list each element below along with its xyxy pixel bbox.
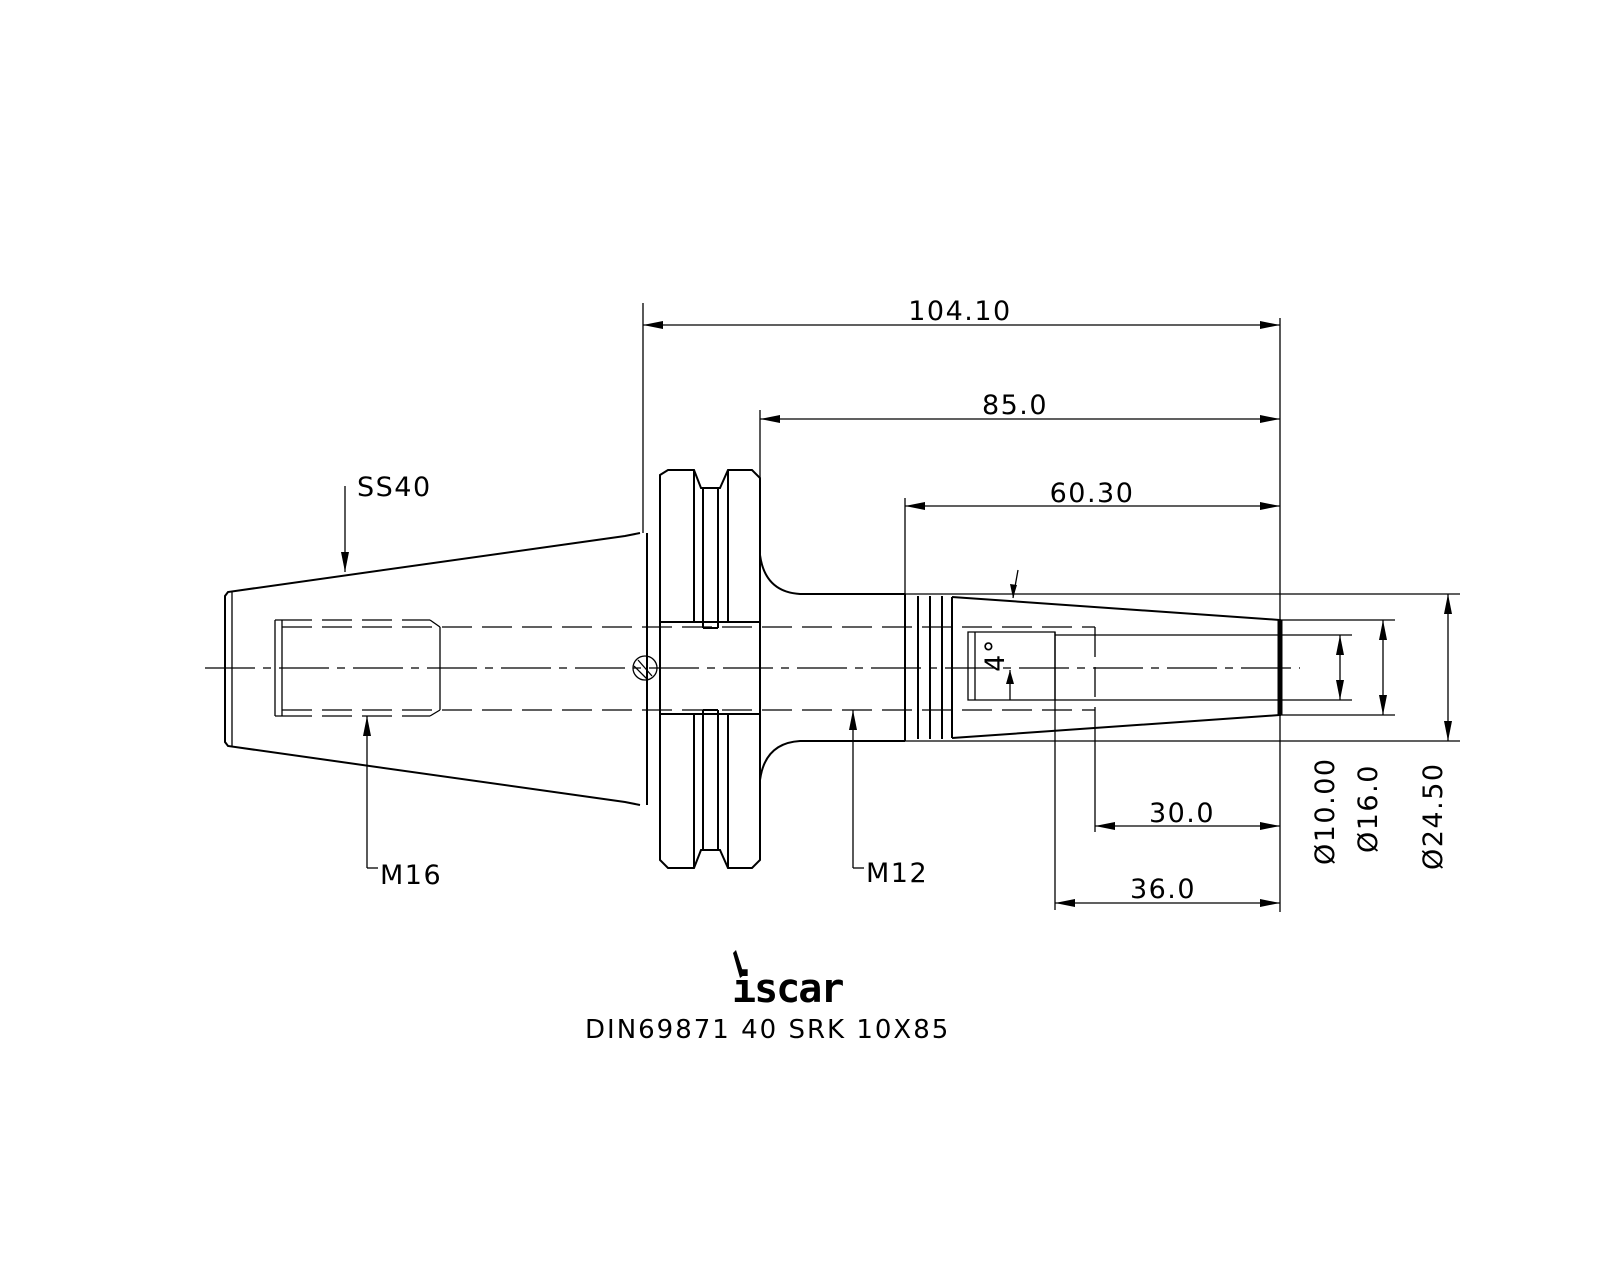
iscar-logo: iscar <box>732 966 843 1012</box>
flange <box>659 469 761 869</box>
callouts: SS40 M16 M12 <box>341 472 928 891</box>
dimension-nose-length: 60.30 <box>1050 478 1135 509</box>
dimension-bore-depth: 30.0 <box>1149 798 1215 829</box>
dimension-gauge-length: 85.0 <box>982 390 1048 421</box>
brand-logo: iscar <box>732 950 845 1012</box>
dimension-nose-diameter: Ø16.0 <box>1353 764 1384 853</box>
dimension-body-diameter: Ø24.50 <box>1418 762 1449 870</box>
dimension-clamp-diameter: Ø10.00 <box>1310 757 1341 865</box>
dimension-taper-angle: 4° <box>980 638 1011 672</box>
dimension-inner-length: 36.0 <box>1130 874 1196 905</box>
neck <box>759 554 905 781</box>
callout-rear-thread: M16 <box>380 860 442 891</box>
diameter-dimensions: Ø10.00 Ø16.0 Ø24.50 <box>905 593 1460 870</box>
steep-taper-outline <box>224 532 641 806</box>
hidden-lines <box>282 619 1096 717</box>
tool-holder-body <box>224 469 1283 869</box>
taper-angle-callout: 4° <box>980 569 1019 700</box>
callout-front-thread: M12 <box>866 858 928 889</box>
horizontal-dimensions: 104.10 85.0 60.30 30.0 36.0 <box>642 296 1281 912</box>
callout-taper-size: SS40 <box>357 472 432 503</box>
part-designation: DIN69871 40 SRK 10X85 <box>585 1015 950 1045</box>
dimension-overall-length: 104.10 <box>908 296 1011 327</box>
